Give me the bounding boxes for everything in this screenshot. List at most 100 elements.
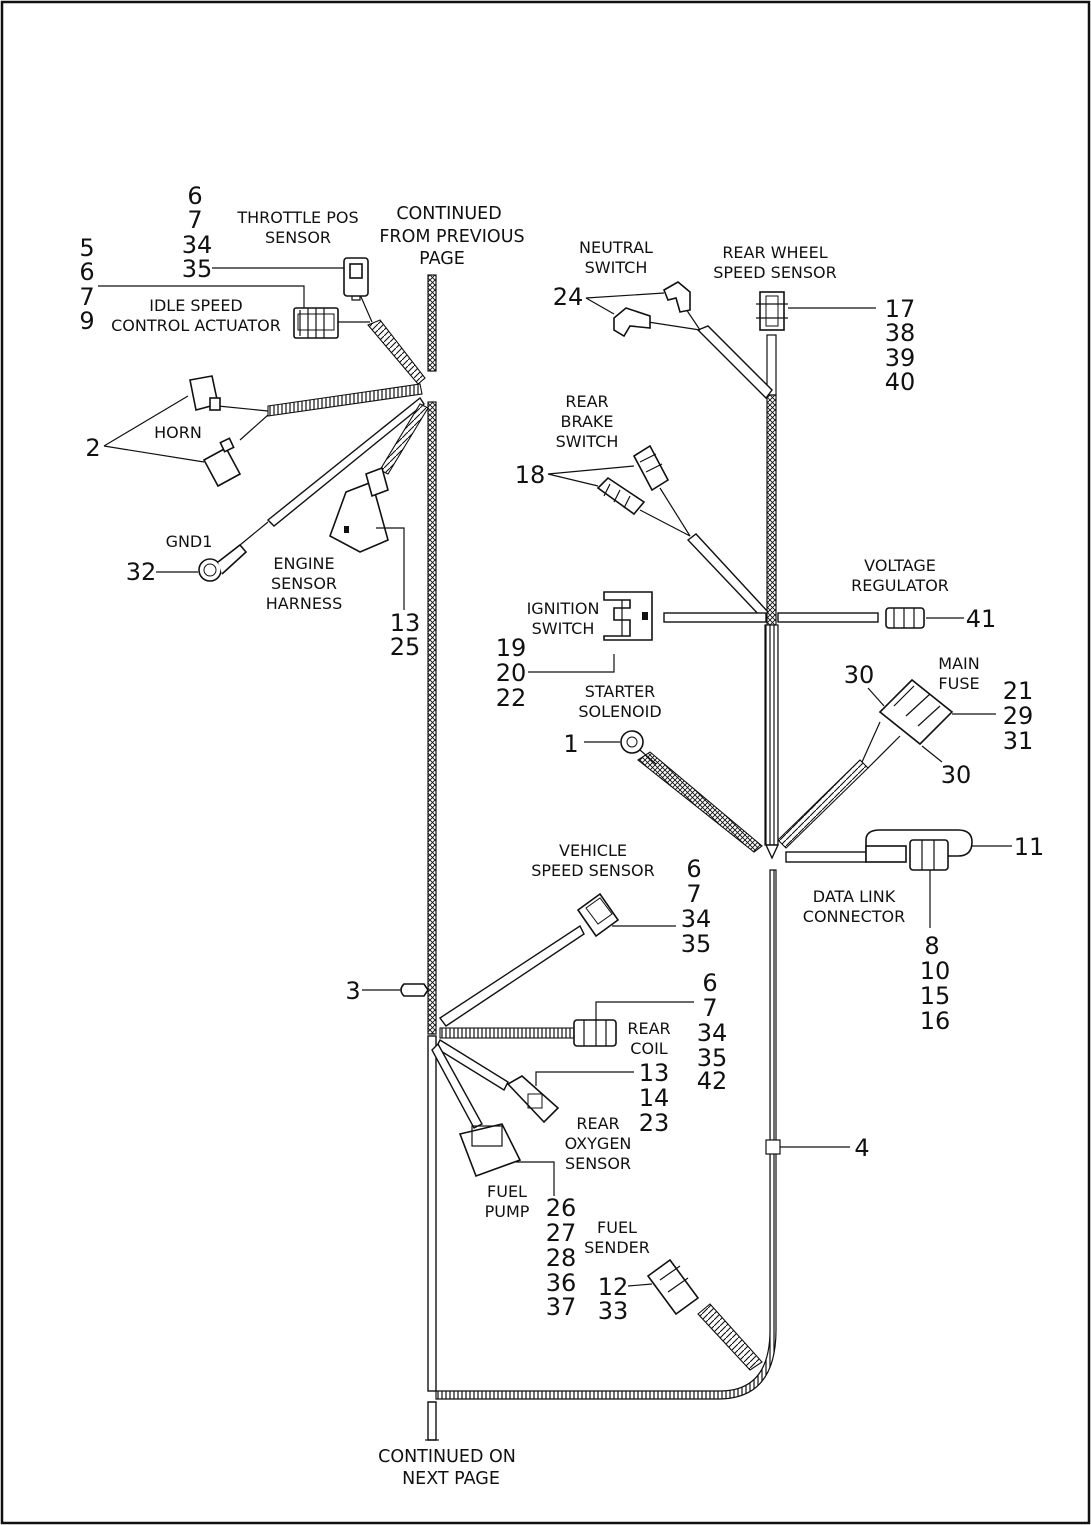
callout-number: 29 — [1003, 702, 1034, 730]
callout-rear-oxygen: 13 14 23 — [639, 1059, 670, 1137]
label-line: CONTINUED ON — [378, 1447, 516, 1467]
callout-neutral-switch: 24 — [553, 283, 584, 311]
throttle-position-sensor — [343, 257, 369, 301]
label-line: NEXT PAGE — [402, 1469, 500, 1489]
label-line: DATA LINK — [813, 887, 896, 906]
callout-number: 35 — [697, 1044, 728, 1072]
label-line: IDLE SPEED — [149, 296, 243, 315]
gnd1-ring-terminal — [198, 543, 248, 582]
label-line: CONTROL ACTUATOR — [111, 316, 281, 335]
label-line: REGULATOR — [851, 576, 949, 595]
label-main-fuse: MAIN FUSE — [938, 654, 979, 693]
cable-strap — [765, 1139, 781, 1155]
label-line: PUMP — [485, 1202, 530, 1221]
rear-wheel-speed-sensor — [756, 291, 788, 331]
callout-number: 7 — [79, 283, 94, 311]
neutral-switch-connector-2 — [613, 307, 651, 338]
engine-sensor-harness-connector — [329, 466, 389, 553]
callout-number: 40 — [885, 368, 916, 396]
callout-rear-coil: 6 7 34 35 42 — [697, 969, 728, 1095]
callout-number: 42 — [697, 1067, 728, 1095]
label-gnd1: GND1 — [166, 532, 213, 551]
label-fuel-sender: FUEL SENDER — [584, 1218, 650, 1257]
callout-rear-wheel-speed: 17 38 39 40 — [885, 295, 916, 396]
callout-starter-solenoid: 1 — [563, 730, 578, 758]
label-rear-coil: REAR COIL — [627, 1019, 670, 1058]
label-line: CONNECTOR — [803, 907, 905, 926]
rear-oxygen-sensor-connector — [506, 1075, 560, 1124]
callout-data-link-right: 11 — [1014, 833, 1045, 861]
label-line: SENSOR — [565, 1154, 631, 1173]
label-line: CONTINUED — [396, 204, 501, 224]
callout-number: 19 — [496, 634, 527, 662]
callout-vehicle-speed: 6 7 34 35 — [681, 855, 712, 958]
label-line: SENSOR — [271, 574, 337, 593]
label-starter-solenoid: STARTER SOLENOID — [578, 682, 661, 721]
label-voltage-regulator: VOLTAGE REGULATOR — [851, 556, 949, 595]
label-line: BRAKE — [561, 412, 614, 431]
label-line: COIL — [630, 1039, 667, 1058]
fuel-sender-connector — [646, 1258, 700, 1316]
label-line: REAR — [627, 1019, 670, 1038]
label-ignition-switch: IGNITION SWITCH — [527, 599, 600, 638]
rear-brake-switch-connector-1 — [632, 444, 670, 492]
label-engine-sensor-harness: ENGINE SENSOR HARNESS — [266, 554, 342, 613]
callout-number: 39 — [885, 344, 916, 372]
label-line: ENGINE — [273, 554, 334, 573]
horn-connector-lower — [202, 437, 242, 488]
callout-number: 26 — [546, 1194, 577, 1222]
data-link-connector — [865, 829, 973, 871]
rear-coil-connector — [573, 1019, 617, 1047]
callout-clip: 3 — [345, 977, 360, 1005]
label-line: IGNITION — [527, 599, 600, 618]
callout-number: 38 — [885, 319, 916, 347]
rear-brake-switch-connector-2 — [596, 476, 646, 516]
label-line: SWITCH — [532, 619, 595, 638]
label-line: SWITCH — [585, 258, 648, 277]
label-rear-brake-switch: REAR BRAKE SWITCH — [556, 392, 619, 451]
label-line: VEHICLE — [559, 841, 627, 860]
label-line: FUEL — [487, 1182, 527, 1201]
callout-throttle-pos: 6 7 34 35 — [182, 182, 213, 283]
label-line: SOLENOID — [578, 702, 661, 721]
callout-main-fuse-top: 30 — [844, 661, 875, 689]
voltage-regulator-connector — [885, 607, 925, 629]
callout-idle-speed: 5 6 7 9 — [79, 234, 94, 335]
right-main-trunk — [764, 334, 780, 860]
callout-number: 34 — [182, 231, 213, 259]
label-line: SPEED SENSOR — [713, 263, 837, 282]
label-fuel-pump: FUEL PUMP — [485, 1182, 530, 1221]
callout-horn: 2 — [85, 434, 100, 462]
callout-number: 36 — [546, 1269, 577, 1297]
callout-number: 15 — [920, 982, 951, 1010]
callout-number: 7 — [187, 206, 202, 234]
callout-number: 25 — [390, 633, 421, 661]
callout-number: 27 — [546, 1219, 577, 1247]
label-line: REAR — [565, 392, 608, 411]
callout-main-fuse-bottom: 30 — [941, 761, 972, 789]
callout-number: 34 — [681, 905, 712, 933]
label-horn: HORN — [154, 423, 202, 442]
label-line: HARNESS — [266, 594, 342, 613]
label-vehicle-speed-sensor: VEHICLE SPEED SENSOR — [531, 841, 655, 880]
label-line: FUSE — [938, 674, 979, 693]
callout-number: 23 — [639, 1109, 670, 1137]
label-data-link-connector: DATA LINK CONNECTOR — [803, 887, 905, 926]
vehicle-speed-sensor-connector — [576, 892, 620, 938]
idle-speed-control-actuator — [293, 307, 339, 339]
callout-number: 35 — [182, 255, 213, 283]
callout-number: 16 — [920, 1007, 951, 1035]
label-continued-on: CONTINUED ON NEXT PAGE — [378, 1447, 516, 1489]
label-line: SENSOR — [265, 228, 331, 247]
label-neutral-switch: NEUTRAL SWITCH — [579, 238, 653, 277]
callout-fuel-pump: 26 27 28 36 37 — [546, 1194, 577, 1321]
label-line: SPEED SENSOR — [531, 861, 655, 880]
label-continued-from: CONTINUED FROM PREVIOUS PAGE — [379, 204, 524, 269]
callout-number: 31 — [1003, 727, 1034, 755]
callout-number: 13 — [639, 1059, 670, 1087]
callout-number: 6 — [187, 182, 202, 210]
label-line: PAGE — [419, 249, 465, 269]
fuel-pump-connector — [458, 1123, 522, 1178]
